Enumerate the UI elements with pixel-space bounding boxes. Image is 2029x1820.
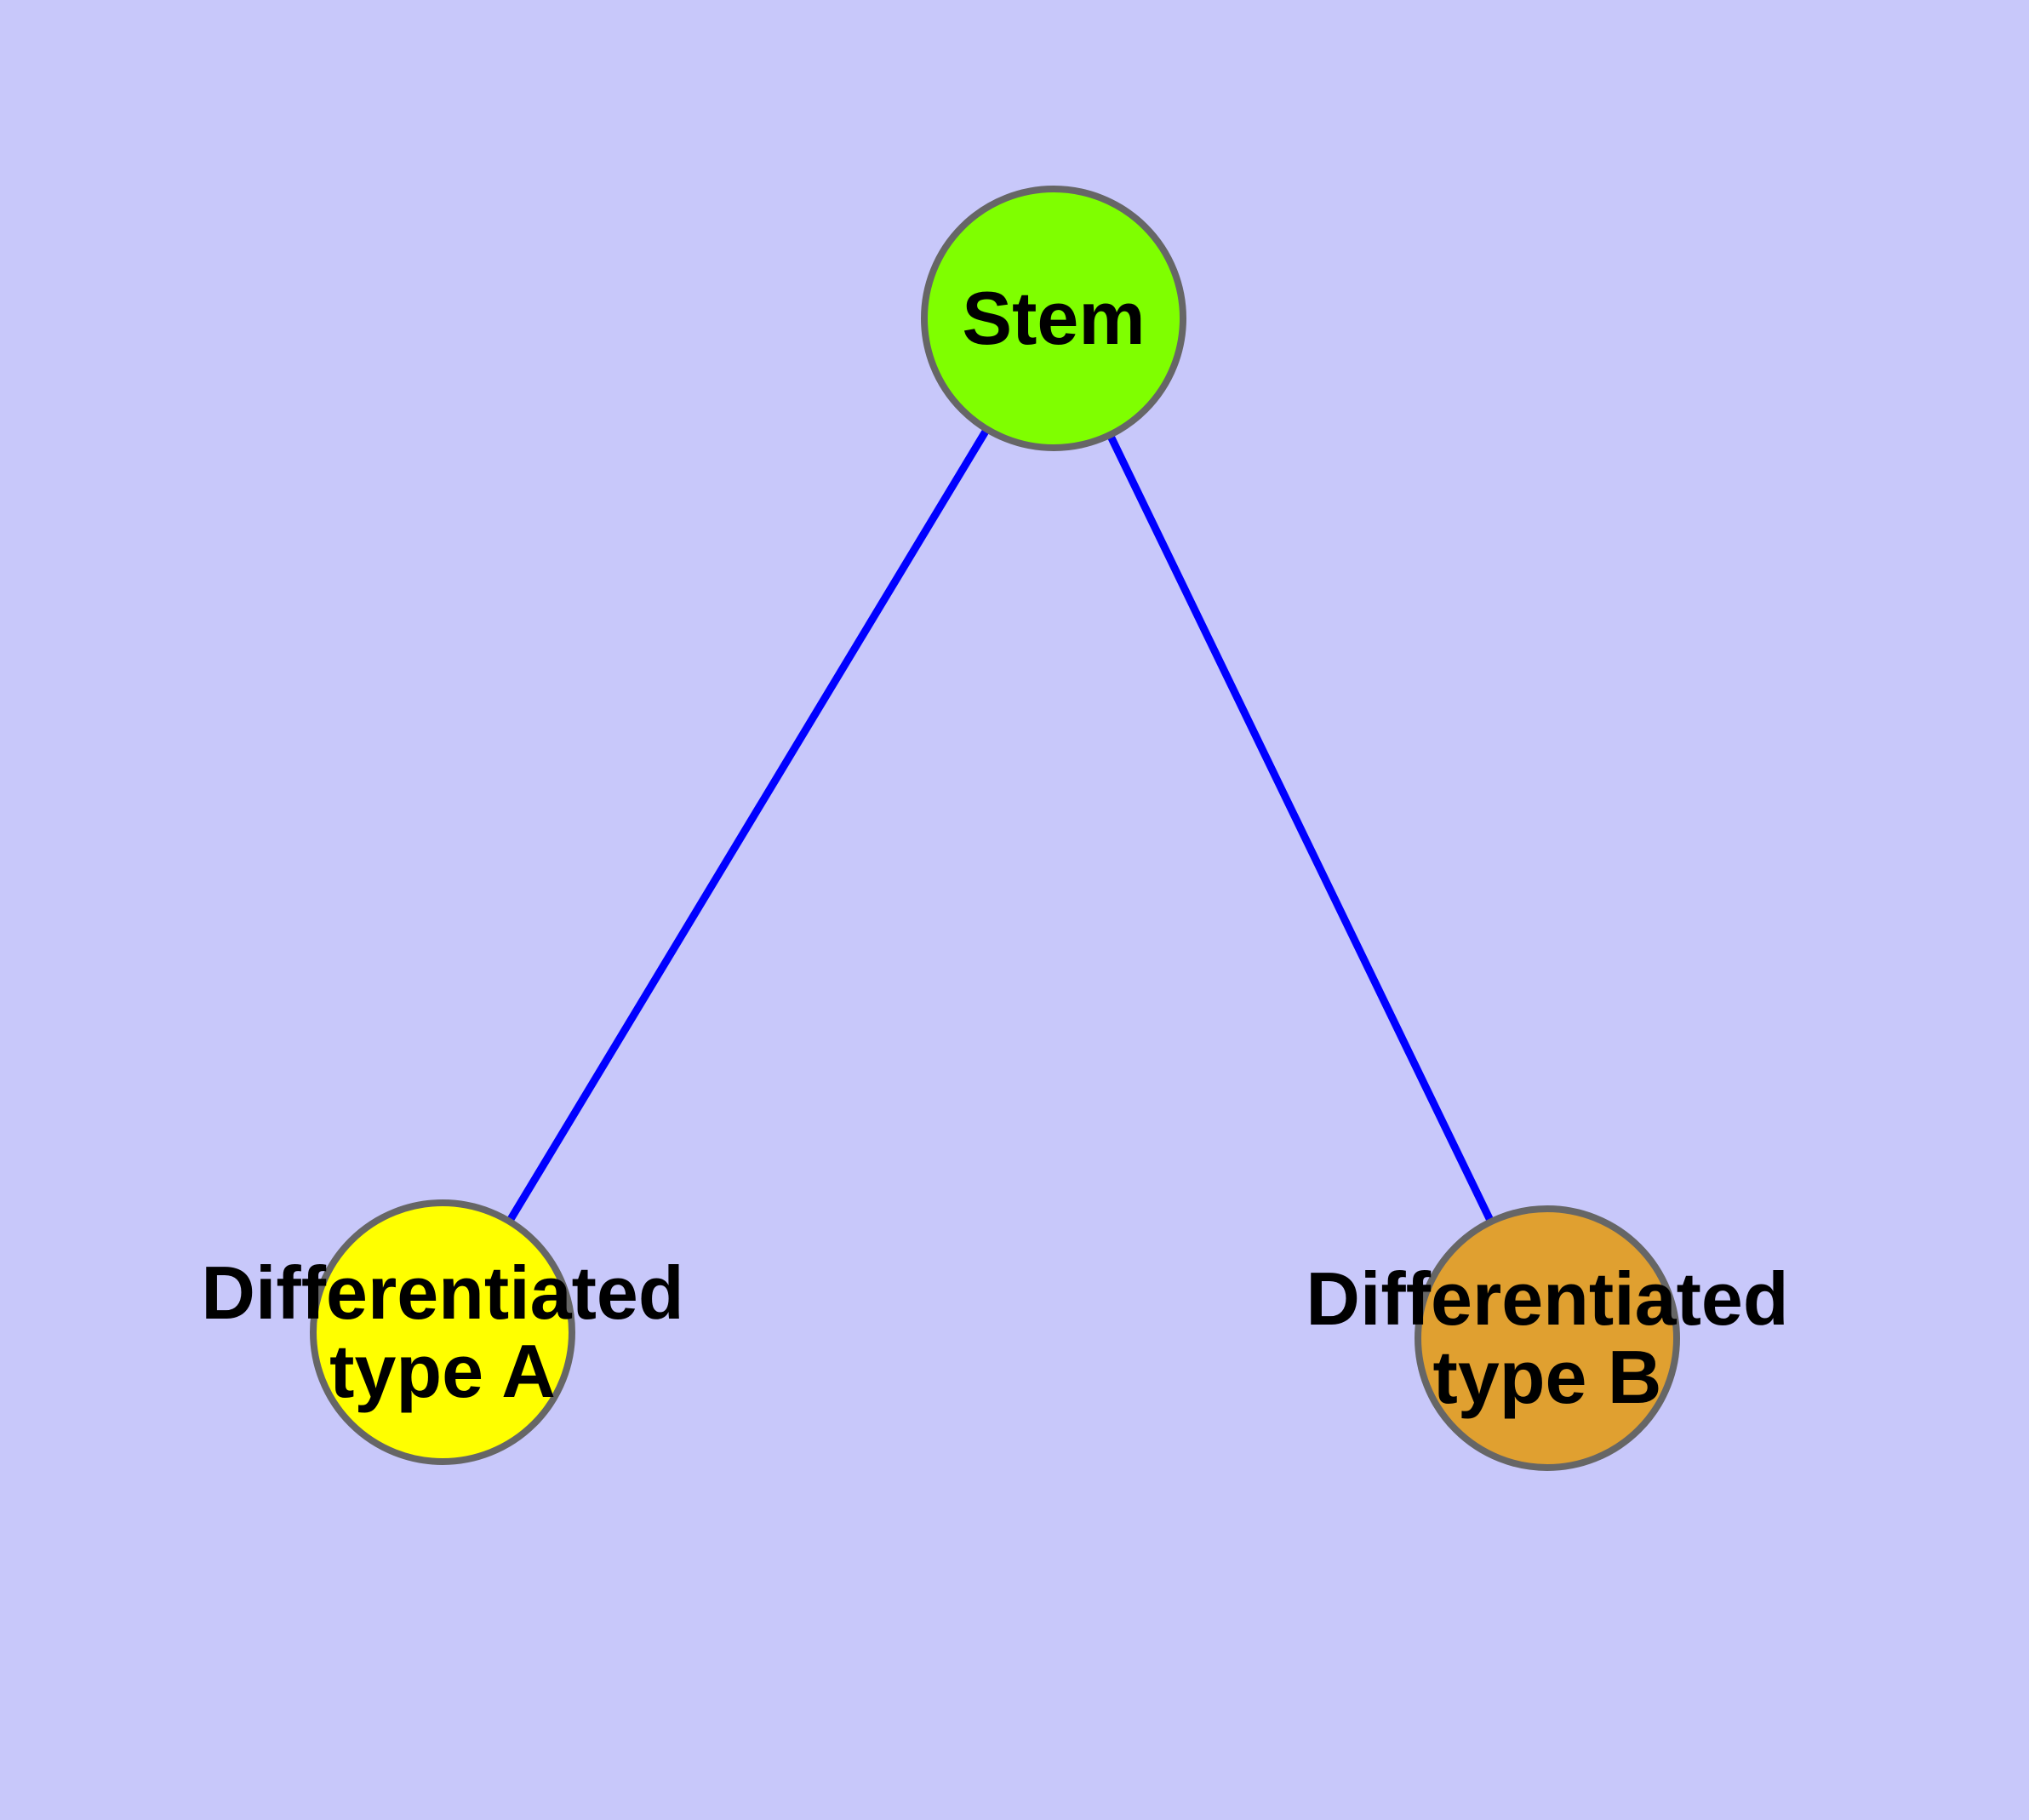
node-differentiated-type-a[interactable]	[310, 1199, 575, 1465]
node-layer	[310, 186, 1680, 1471]
node-differentiated-type-b[interactable]	[1415, 1205, 1680, 1471]
node-stem[interactable]	[921, 186, 1186, 451]
edge-stem-to-differentiated-type-b	[1107, 434, 1494, 1222]
edge-stem-to-differentiated-type-a	[506, 428, 990, 1222]
edge-layer	[506, 428, 1494, 1222]
